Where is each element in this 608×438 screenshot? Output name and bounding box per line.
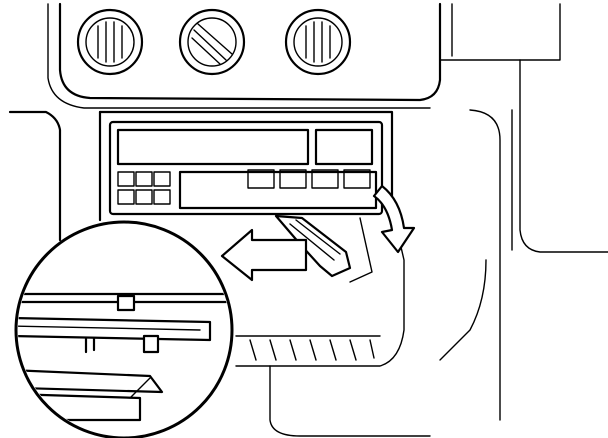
air-vent-icon bbox=[178, 8, 246, 76]
radio-preset-buttons bbox=[247, 169, 371, 189]
air-vent-icon bbox=[284, 8, 352, 76]
lower-console-slats bbox=[249, 339, 375, 361]
radio-button-grid bbox=[117, 171, 171, 205]
center-console bbox=[8, 110, 431, 437]
upper-dashboard-panel bbox=[47, 2, 561, 109]
detail-magnifier-icon bbox=[14, 220, 234, 438]
push-down-arrow-icon bbox=[372, 184, 416, 254]
dashboard-right-edge bbox=[439, 59, 608, 421]
radio-unit bbox=[108, 120, 384, 216]
removal-arrow-icon bbox=[220, 228, 308, 282]
air-vent-icon bbox=[76, 8, 144, 76]
